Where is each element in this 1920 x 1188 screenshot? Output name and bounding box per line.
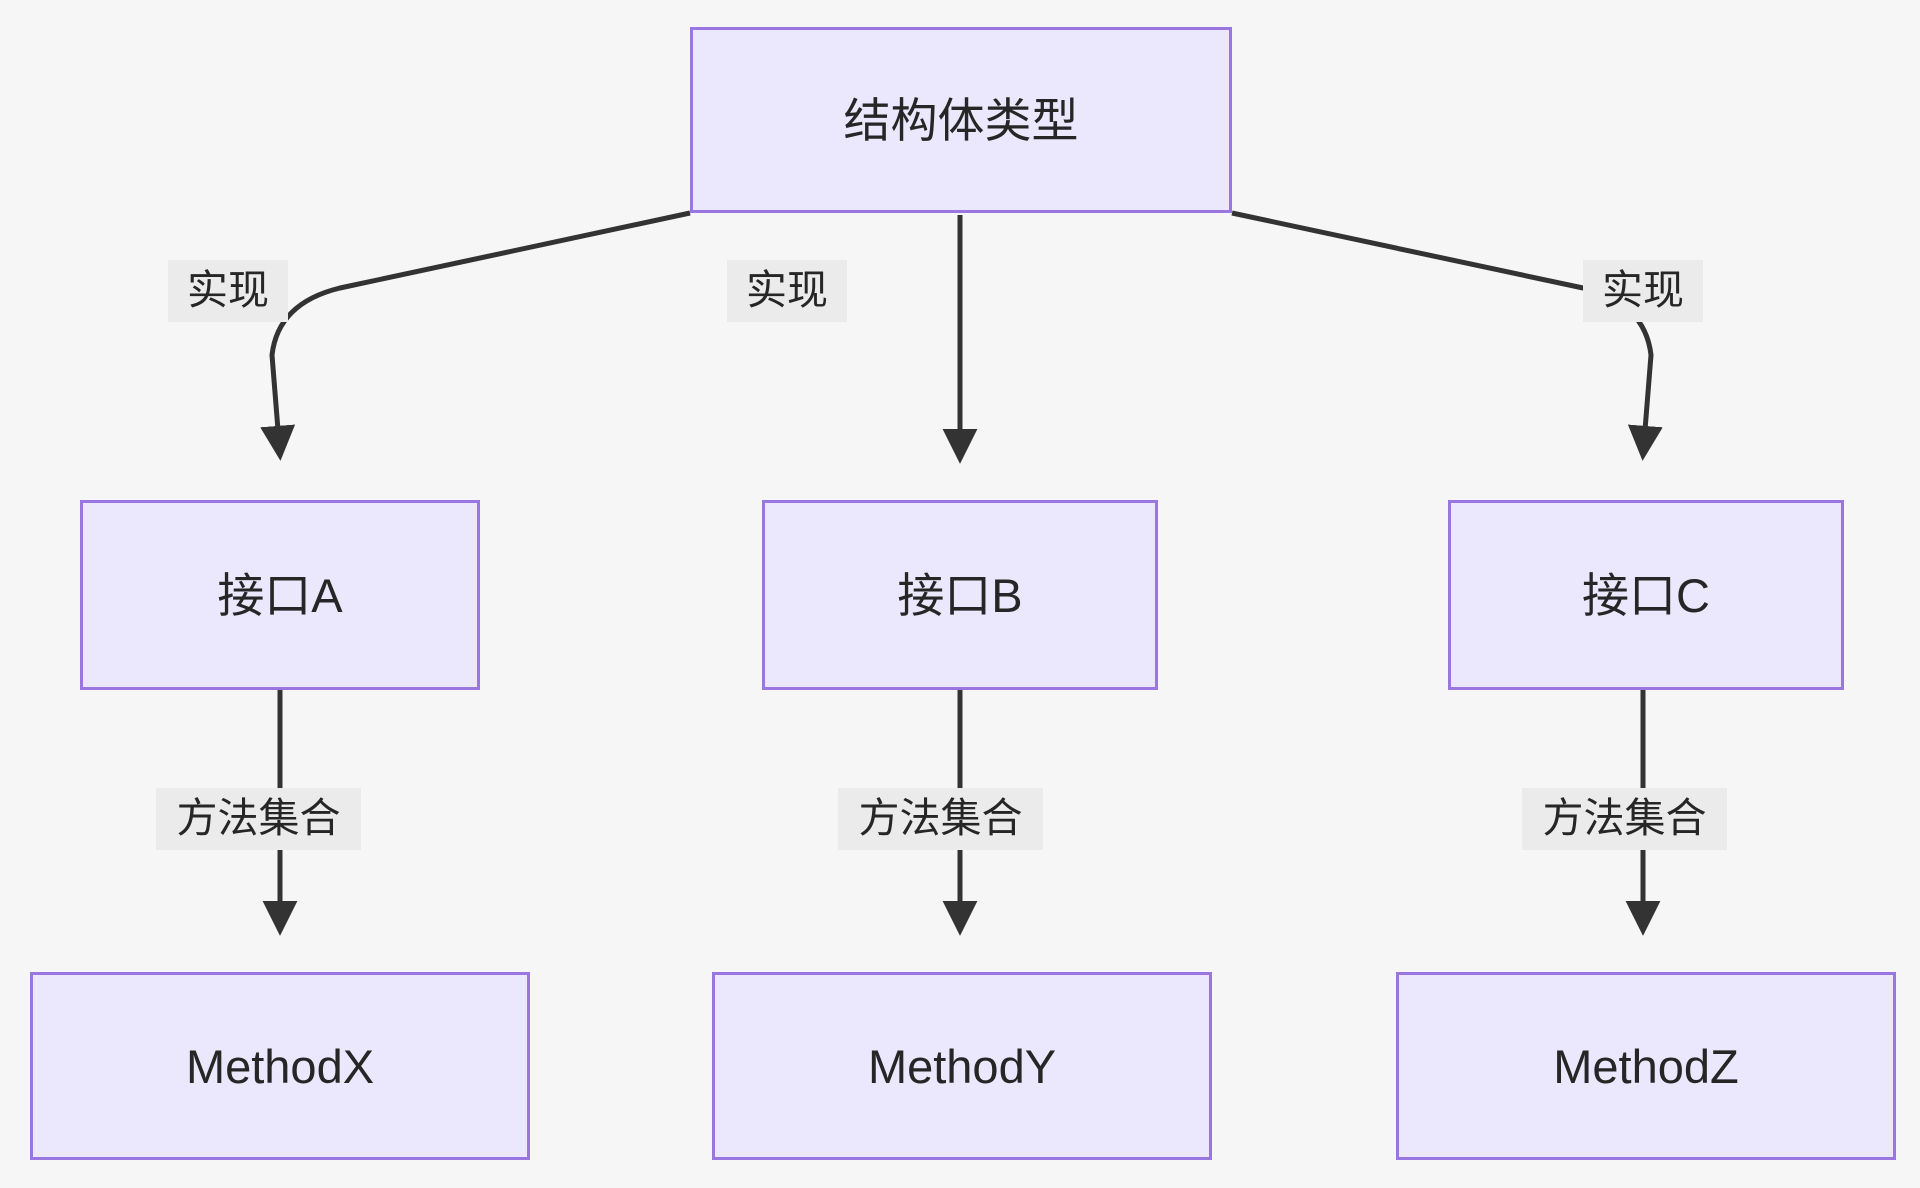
node-interface-a-label: 接口A <box>217 568 343 622</box>
edge-label-method-set-b-text: 方法集合 <box>858 795 1023 842</box>
node-method-x[interactable]: MethodX <box>30 972 530 1160</box>
edge-label-method-set-a-text: 方法集合 <box>176 795 341 842</box>
node-interface-c[interactable]: 接口C <box>1448 500 1844 690</box>
edge-label-implements-b: 实现 <box>727 260 847 322</box>
node-interface-c-label: 接口C <box>1582 568 1710 622</box>
node-method-y[interactable]: MethodY <box>712 972 1212 1160</box>
edge-label-method-set-c: 方法集合 <box>1522 788 1727 850</box>
edge-label-implements-c: 实现 <box>1583 260 1703 322</box>
edge-label-implements-a: 实现 <box>168 260 288 322</box>
node-interface-b-label: 接口B <box>897 568 1023 622</box>
edge-root-to-interface-a <box>260 210 691 461</box>
edge-label-implements-c-text: 实现 <box>1602 267 1684 314</box>
edge-label-method-set-b: 方法集合 <box>838 788 1043 850</box>
node-struct-type-label: 结构体类型 <box>843 93 1079 147</box>
node-method-x-label: MethodX <box>185 1039 375 1093</box>
node-interface-a[interactable]: 接口A <box>80 500 480 690</box>
edge-label-method-set-c-text: 方法集合 <box>1542 795 1707 842</box>
edge-label-implements-a-text: 实现 <box>187 267 269 314</box>
edge-root-to-interface-c <box>1231 210 1663 461</box>
node-method-z-label: MethodZ <box>1553 1039 1739 1093</box>
edge-label-implements-b-text: 实现 <box>746 267 828 314</box>
node-interface-b[interactable]: 接口B <box>762 500 1158 690</box>
edge-label-method-set-a: 方法集合 <box>156 788 361 850</box>
node-method-y-label: MethodY <box>867 1039 1057 1093</box>
node-struct-type[interactable]: 结构体类型 <box>690 27 1232 213</box>
node-method-z[interactable]: MethodZ <box>1396 972 1896 1160</box>
